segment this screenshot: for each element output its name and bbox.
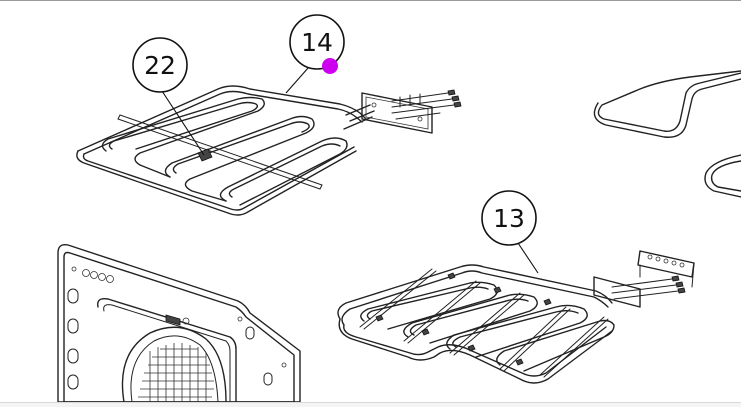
callout-14[interactable]: 14 [289,14,345,70]
oven-back-panel [57,243,301,403]
callout-14-label: 14 [301,28,333,57]
callout-22[interactable]: 22 [132,37,188,93]
bottom-scroll-edge [0,402,741,407]
callout-13[interactable]: 13 [481,190,537,246]
callout-13-label: 13 [493,204,525,233]
callout-22-leader [161,90,205,156]
grill-element-part-14[interactable] [76,85,462,216]
callout-13-leader [517,242,539,274]
grill-element-part-13[interactable] [337,250,695,384]
callout-22-label: 22 [144,51,176,80]
partial-element-top-right [593,70,741,198]
hotspot-dot-icon[interactable] [322,58,338,74]
fan-grille [138,343,214,402]
